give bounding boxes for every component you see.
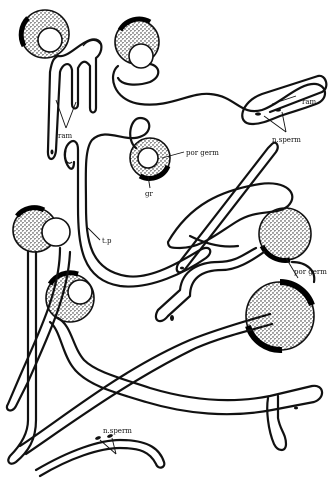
pollen-grain-top-left	[21, 10, 69, 58]
pollen-grain-middle	[130, 138, 170, 178]
pollen-grain-right-middle	[259, 208, 311, 260]
label-por-germ-lower: por germ	[294, 268, 327, 276]
tube-bottom-left-cross	[36, 440, 164, 476]
tube-top-long	[113, 66, 326, 124]
label-ram-left: ram	[58, 132, 73, 140]
label-por-germ-upper: por germ	[186, 149, 219, 157]
pollen-grain-top-center	[115, 19, 159, 68]
label-ram-right: ram	[302, 98, 317, 106]
label-n-sperm-top: n.sperm	[272, 136, 301, 144]
pollen-grain-left-middle	[13, 208, 70, 252]
label-tp: t.p	[102, 237, 112, 245]
pollen-grain-lower-left	[46, 273, 94, 322]
label-n-sperm-bottom: n.sperm	[103, 427, 132, 435]
tube-left-long	[8, 252, 36, 464]
label-gr: gr	[145, 190, 153, 198]
pollen-grain-lower-right	[246, 282, 314, 350]
